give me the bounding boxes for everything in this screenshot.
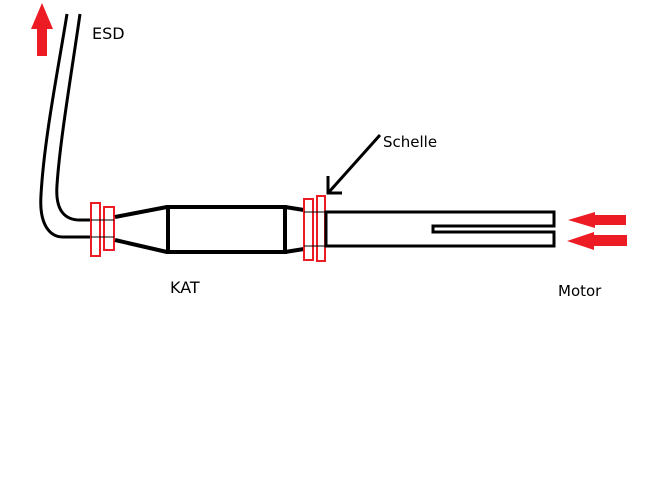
exhaust-in-arrow-icon — [568, 212, 626, 228]
esd-pipe — [39, 13, 91, 239]
exhaust-out-arrow-icon — [31, 3, 53, 56]
label-motor: Motor — [558, 282, 602, 300]
clamp-right-pipe-lines — [304, 211, 326, 247]
catalytic-converter — [114, 205, 305, 254]
exhaust-in-arrow-icon — [567, 232, 627, 250]
schelle-pointer-arrow — [326, 133, 382, 195]
label-kat: KAT — [170, 278, 200, 297]
label-esd: ESD — [92, 24, 125, 43]
clamp-left-pipe-lines — [91, 219, 114, 238]
label-schelle: Schelle — [383, 133, 438, 151]
motor-pipe — [324, 210, 556, 248]
clamp-right — [303, 195, 326, 262]
clamp-left — [90, 202, 115, 257]
